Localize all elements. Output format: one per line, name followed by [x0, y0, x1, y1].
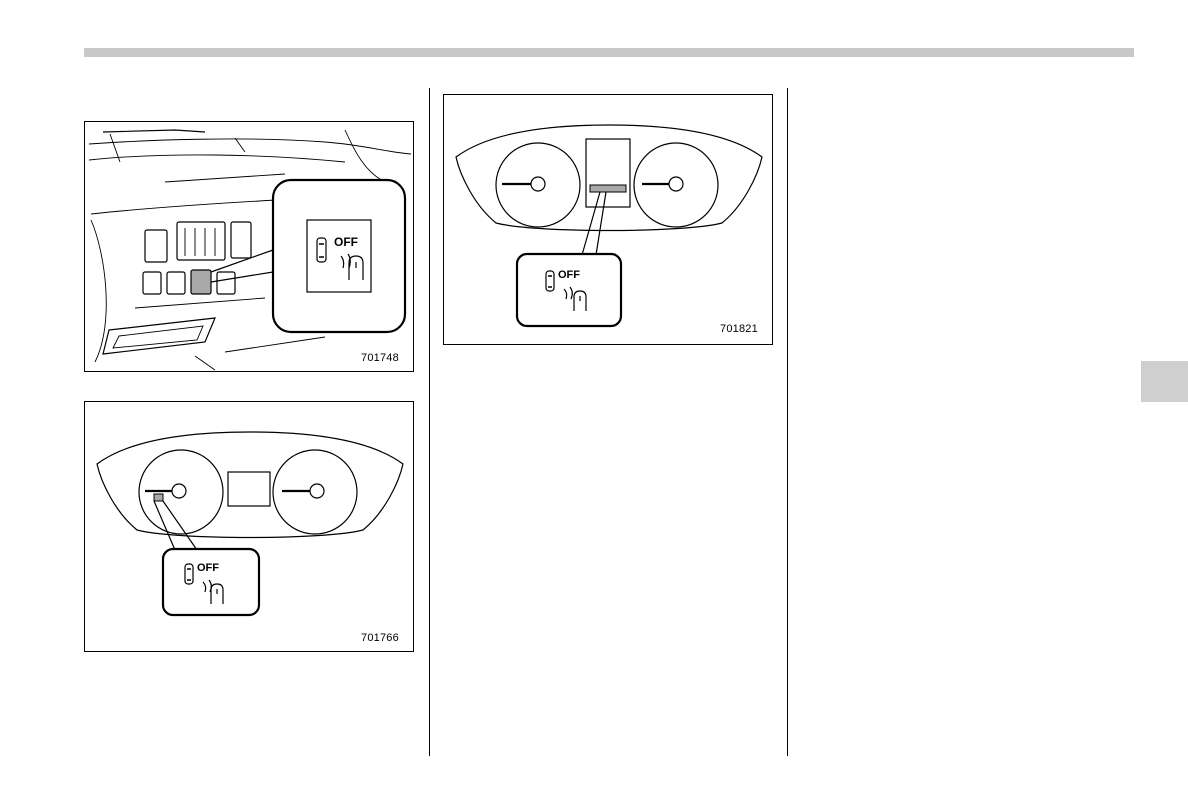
callout-off-label: OFF	[334, 235, 358, 249]
figure-cluster-left-indicator: OFF 701766	[84, 401, 414, 652]
callout-off-label: OFF	[558, 269, 580, 281]
chapter-tab	[1141, 361, 1188, 402]
column-divider-left	[429, 88, 430, 756]
callout-off-label: OFF	[197, 562, 219, 574]
figure-number: 701766	[361, 632, 399, 644]
dashboard-illustration: OFF	[85, 122, 415, 373]
cluster-illustration: OFF	[85, 402, 415, 653]
figure-cluster-center-indicator: OFF 701821	[443, 94, 773, 345]
figure-switch-panel: OFF 701748	[84, 121, 414, 372]
figure-number: 701748	[361, 352, 399, 364]
header-rule	[84, 48, 1134, 57]
column-divider-right	[787, 88, 788, 756]
cluster-illustration: OFF	[444, 95, 774, 346]
figure-number: 701821	[720, 323, 758, 335]
